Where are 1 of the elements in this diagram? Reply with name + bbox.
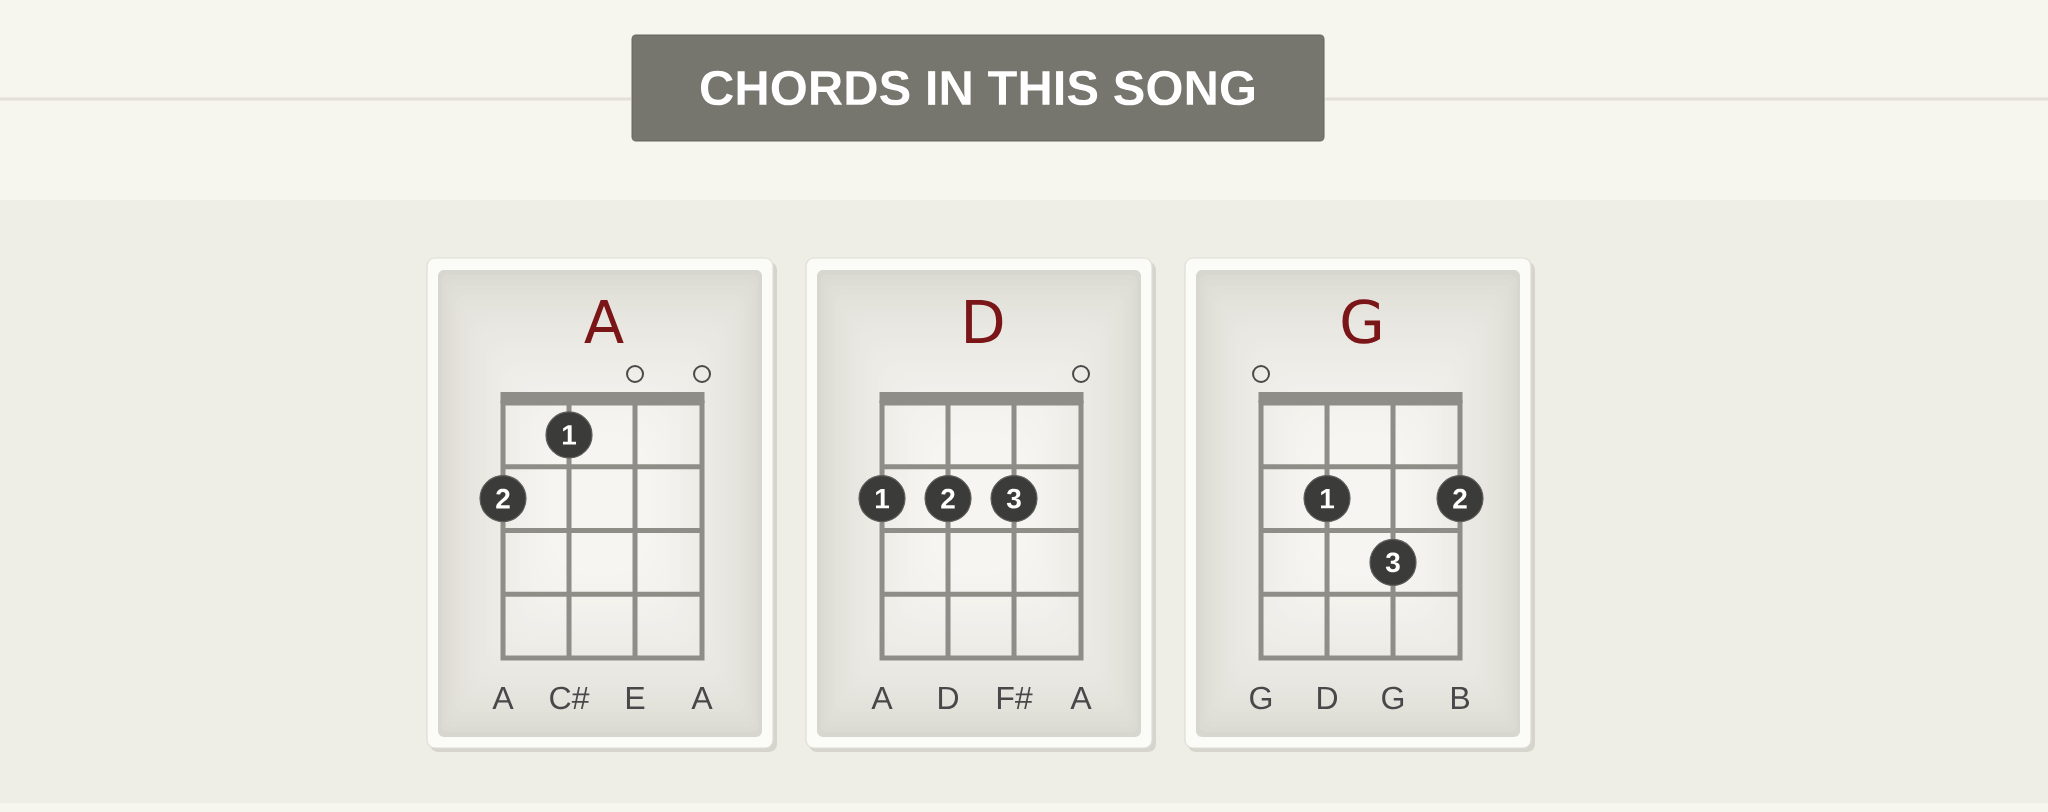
heading-banner: CHORDS IN THIS SONG <box>631 34 1325 142</box>
